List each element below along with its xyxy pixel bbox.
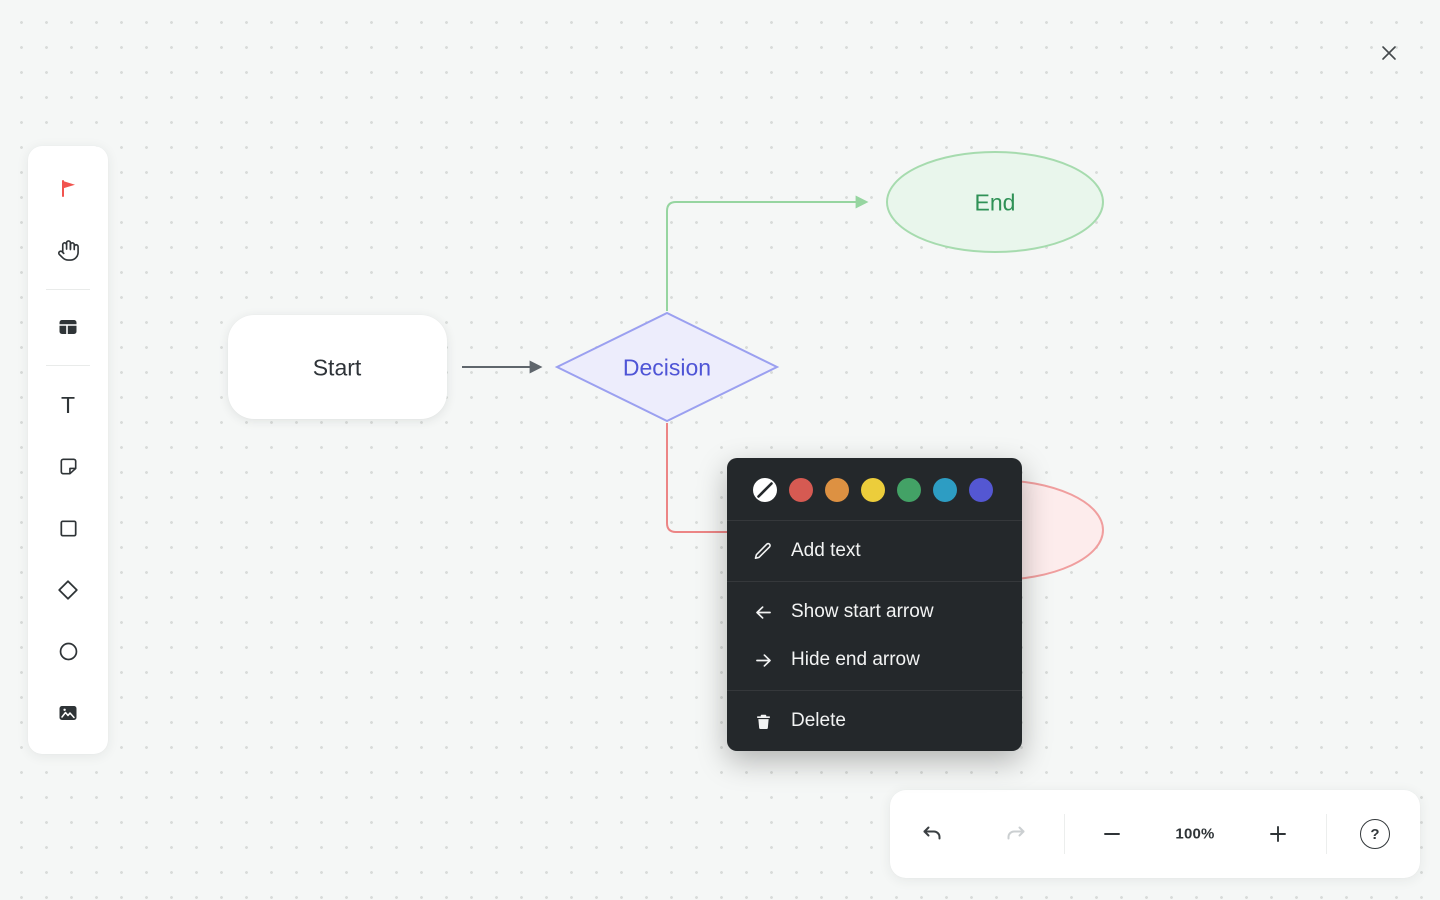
zoom-out-button[interactable] <box>1090 812 1134 856</box>
text-tool-icon: T <box>60 391 76 418</box>
tool-frame[interactable] <box>46 305 90 349</box>
swatch-none[interactable] <box>753 478 777 502</box>
zoom-level: 100% <box>1175 825 1215 843</box>
zoom-toolbar: 100% ? <box>890 790 1420 878</box>
tool-note[interactable] <box>46 444 90 488</box>
swatch-indigo[interactable] <box>969 478 993 502</box>
toolbar-divider <box>46 289 90 290</box>
tool-ellipse[interactable] <box>46 629 90 673</box>
close-icon <box>1382 46 1396 60</box>
menu-item-delete[interactable]: Delete <box>727 697 1022 745</box>
node-label-decision: Decision <box>622 354 712 381</box>
menu-item-label: Add text <box>791 540 861 561</box>
trash-icon <box>751 709 775 733</box>
plus-icon <box>1270 826 1286 842</box>
edge-decision-end[interactable] <box>666 195 869 311</box>
node-decision[interactable] <box>554 311 780 423</box>
node-end[interactable] <box>886 151 1104 253</box>
minus-icon <box>1104 833 1120 835</box>
tool-hand[interactable] <box>46 228 90 272</box>
menu-item-label: Hide end arrow <box>791 649 920 670</box>
arrow-left-icon <box>751 600 775 624</box>
tool-palette: T <box>28 146 108 754</box>
frame-layout-icon <box>59 320 77 334</box>
toolbar-divider <box>1326 814 1327 854</box>
undo-icon <box>923 826 941 840</box>
sticky-note-icon <box>59 457 77 475</box>
circle-icon <box>59 642 77 660</box>
edge-decision-error[interactable] <box>666 423 880 533</box>
close-button[interactable] <box>1376 40 1402 66</box>
undo-button[interactable] <box>910 812 954 856</box>
tool-image[interactable] <box>46 691 90 735</box>
color-swatch-row <box>727 458 1022 520</box>
redo-button[interactable] <box>994 812 1038 856</box>
node-label-start: Start <box>312 354 362 381</box>
swatch-teal[interactable] <box>933 478 957 502</box>
help-icon: ? <box>1360 819 1390 849</box>
menu-item-hide-end-arrow[interactable]: Hide end arrow <box>727 636 1022 684</box>
help-button[interactable]: ? <box>1353 812 1397 856</box>
tool-select[interactable] <box>46 166 90 210</box>
swatch-red[interactable] <box>789 478 813 502</box>
menu-item-label: Show start arrow <box>791 601 934 622</box>
swatch-green[interactable] <box>897 478 921 502</box>
toolbar-divider <box>46 365 90 366</box>
swatch-orange[interactable] <box>825 478 849 502</box>
tool-rectangle[interactable] <box>46 506 90 550</box>
node-start[interactable] <box>228 315 447 419</box>
menu-item-show-start-arrow[interactable]: Show start arrow <box>727 588 1022 636</box>
menu-item-add-text[interactable]: Add text <box>727 527 1022 575</box>
tool-diamond[interactable] <box>46 568 90 612</box>
toolbar-divider <box>1064 814 1065 854</box>
menu-item-label: Delete <box>791 710 846 731</box>
swatch-yellow[interactable] <box>861 478 885 502</box>
select-flag-icon <box>62 180 75 197</box>
image-icon <box>59 706 77 720</box>
no-color-icon <box>757 482 773 498</box>
redo-icon <box>1007 826 1025 840</box>
arrow-right-icon <box>751 648 775 672</box>
node-label-end: End <box>974 189 1016 216</box>
edge-context-menu: Add text Show start arrow Hide end arrow <box>727 458 1022 751</box>
tool-text[interactable]: T <box>46 383 90 427</box>
zoom-in-button[interactable] <box>1256 812 1300 856</box>
hand-icon <box>57 239 79 261</box>
diamond-icon <box>58 580 78 600</box>
pencil-icon <box>751 539 775 563</box>
square-icon <box>59 519 77 537</box>
